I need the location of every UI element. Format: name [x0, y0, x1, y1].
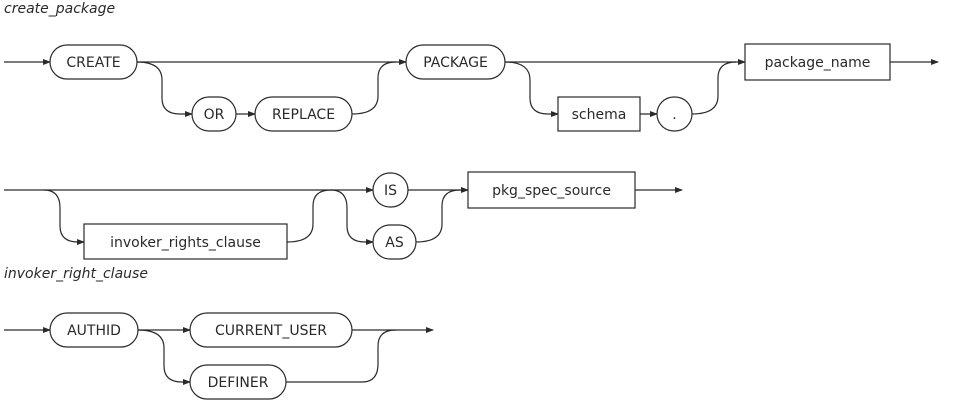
node-current-user: CURRENT_USER: [189, 312, 353, 348]
node-is: IS: [372, 172, 409, 208]
svg-text:AS: AS: [385, 235, 404, 251]
svg-text:.: .: [672, 107, 676, 123]
row2-wires: [4, 187, 683, 245]
node-package: PACKAGE: [405, 44, 506, 80]
row3-wires: [4, 327, 434, 385]
svg-text:DEFINER: DEFINER: [208, 375, 269, 391]
definer-branch-in: [137, 329, 191, 385]
svg-text:schema: schema: [572, 107, 627, 123]
diagram-title-create-package: create_package: [4, 1, 115, 17]
node-as: AS: [372, 224, 417, 260]
invoker-branch-in: [43, 189, 85, 245]
svg-text:CURRENT_USER: CURRENT_USER: [215, 323, 327, 339]
node-schema: schema: [557, 96, 641, 132]
as-branch-in: [330, 189, 374, 245]
node-replace: REPLACE: [254, 96, 353, 132]
node-package-name: package_name: [744, 43, 891, 81]
svg-text:REPLACE: REPLACE: [272, 107, 335, 123]
diagram-title-invoker-right-clause: invoker_right_clause: [4, 266, 148, 282]
as-branch-out: [415, 189, 461, 243]
svg-text:OR: OR: [204, 107, 225, 123]
row1-wires: [4, 59, 939, 117]
node-definer: DEFINER: [189, 364, 287, 400]
svg-text:PACKAGE: PACKAGE: [423, 55, 488, 71]
schema-branch-out: [691, 61, 737, 115]
svg-text:CREATE: CREATE: [66, 55, 120, 71]
node-pkg-spec-source: pkg_spec_source: [467, 171, 636, 209]
node-invoker-rights-clause: invoker_rights_clause: [83, 223, 288, 260]
invoker-branch-out: [286, 189, 332, 243]
svg-text:invoker_rights_clause: invoker_rights_clause: [110, 235, 261, 251]
node-create: CREATE: [49, 44, 138, 80]
svg-text:IS: IS: [384, 183, 397, 199]
svg-text:pkg_spec_source: pkg_spec_source: [492, 183, 611, 199]
node-or: OR: [191, 96, 237, 132]
svg-text:AUTHID: AUTHID: [67, 323, 121, 339]
or-replace-branch-out: [351, 61, 397, 115]
svg-text:package_name: package_name: [765, 55, 871, 71]
or-replace-branch-in: [136, 61, 193, 117]
schema-branch-in: [504, 61, 559, 117]
definer-branch-out: [286, 329, 397, 383]
node-authid: AUTHID: [49, 312, 139, 348]
node-dot: .: [656, 96, 693, 132]
